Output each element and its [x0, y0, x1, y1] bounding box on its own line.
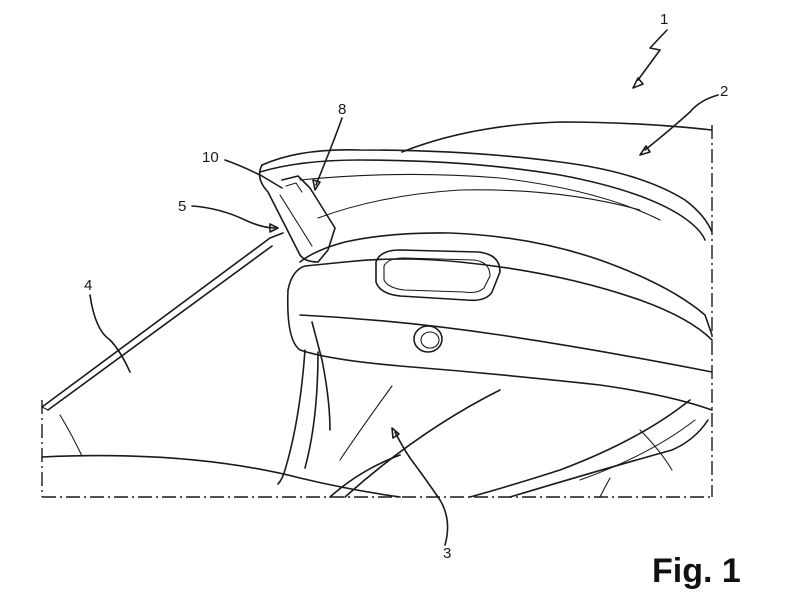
hinge-arm [258, 164, 336, 263]
ref-numeral-1: 1 [660, 11, 668, 28]
figure-label: Fig. 1 [652, 552, 741, 590]
rear-window [41, 232, 284, 457]
ref-numeral-4: 4 [84, 277, 92, 294]
body-block [277, 232, 713, 498]
lock-cylinder-icon [413, 325, 443, 353]
roof-shell [259, 121, 713, 241]
leader-lines [89, 29, 719, 546]
body-lower-lines [41, 419, 709, 498]
frame-lines [41, 125, 713, 498]
ref-numeral-8: 8 [338, 101, 346, 118]
ref-numeral-10: 10 [202, 149, 219, 166]
ref-numeral-5: 5 [178, 198, 186, 215]
handle-recess [375, 249, 501, 302]
ref-numeral-2: 2 [720, 83, 728, 100]
ref-numeral-3: 3 [443, 545, 451, 562]
